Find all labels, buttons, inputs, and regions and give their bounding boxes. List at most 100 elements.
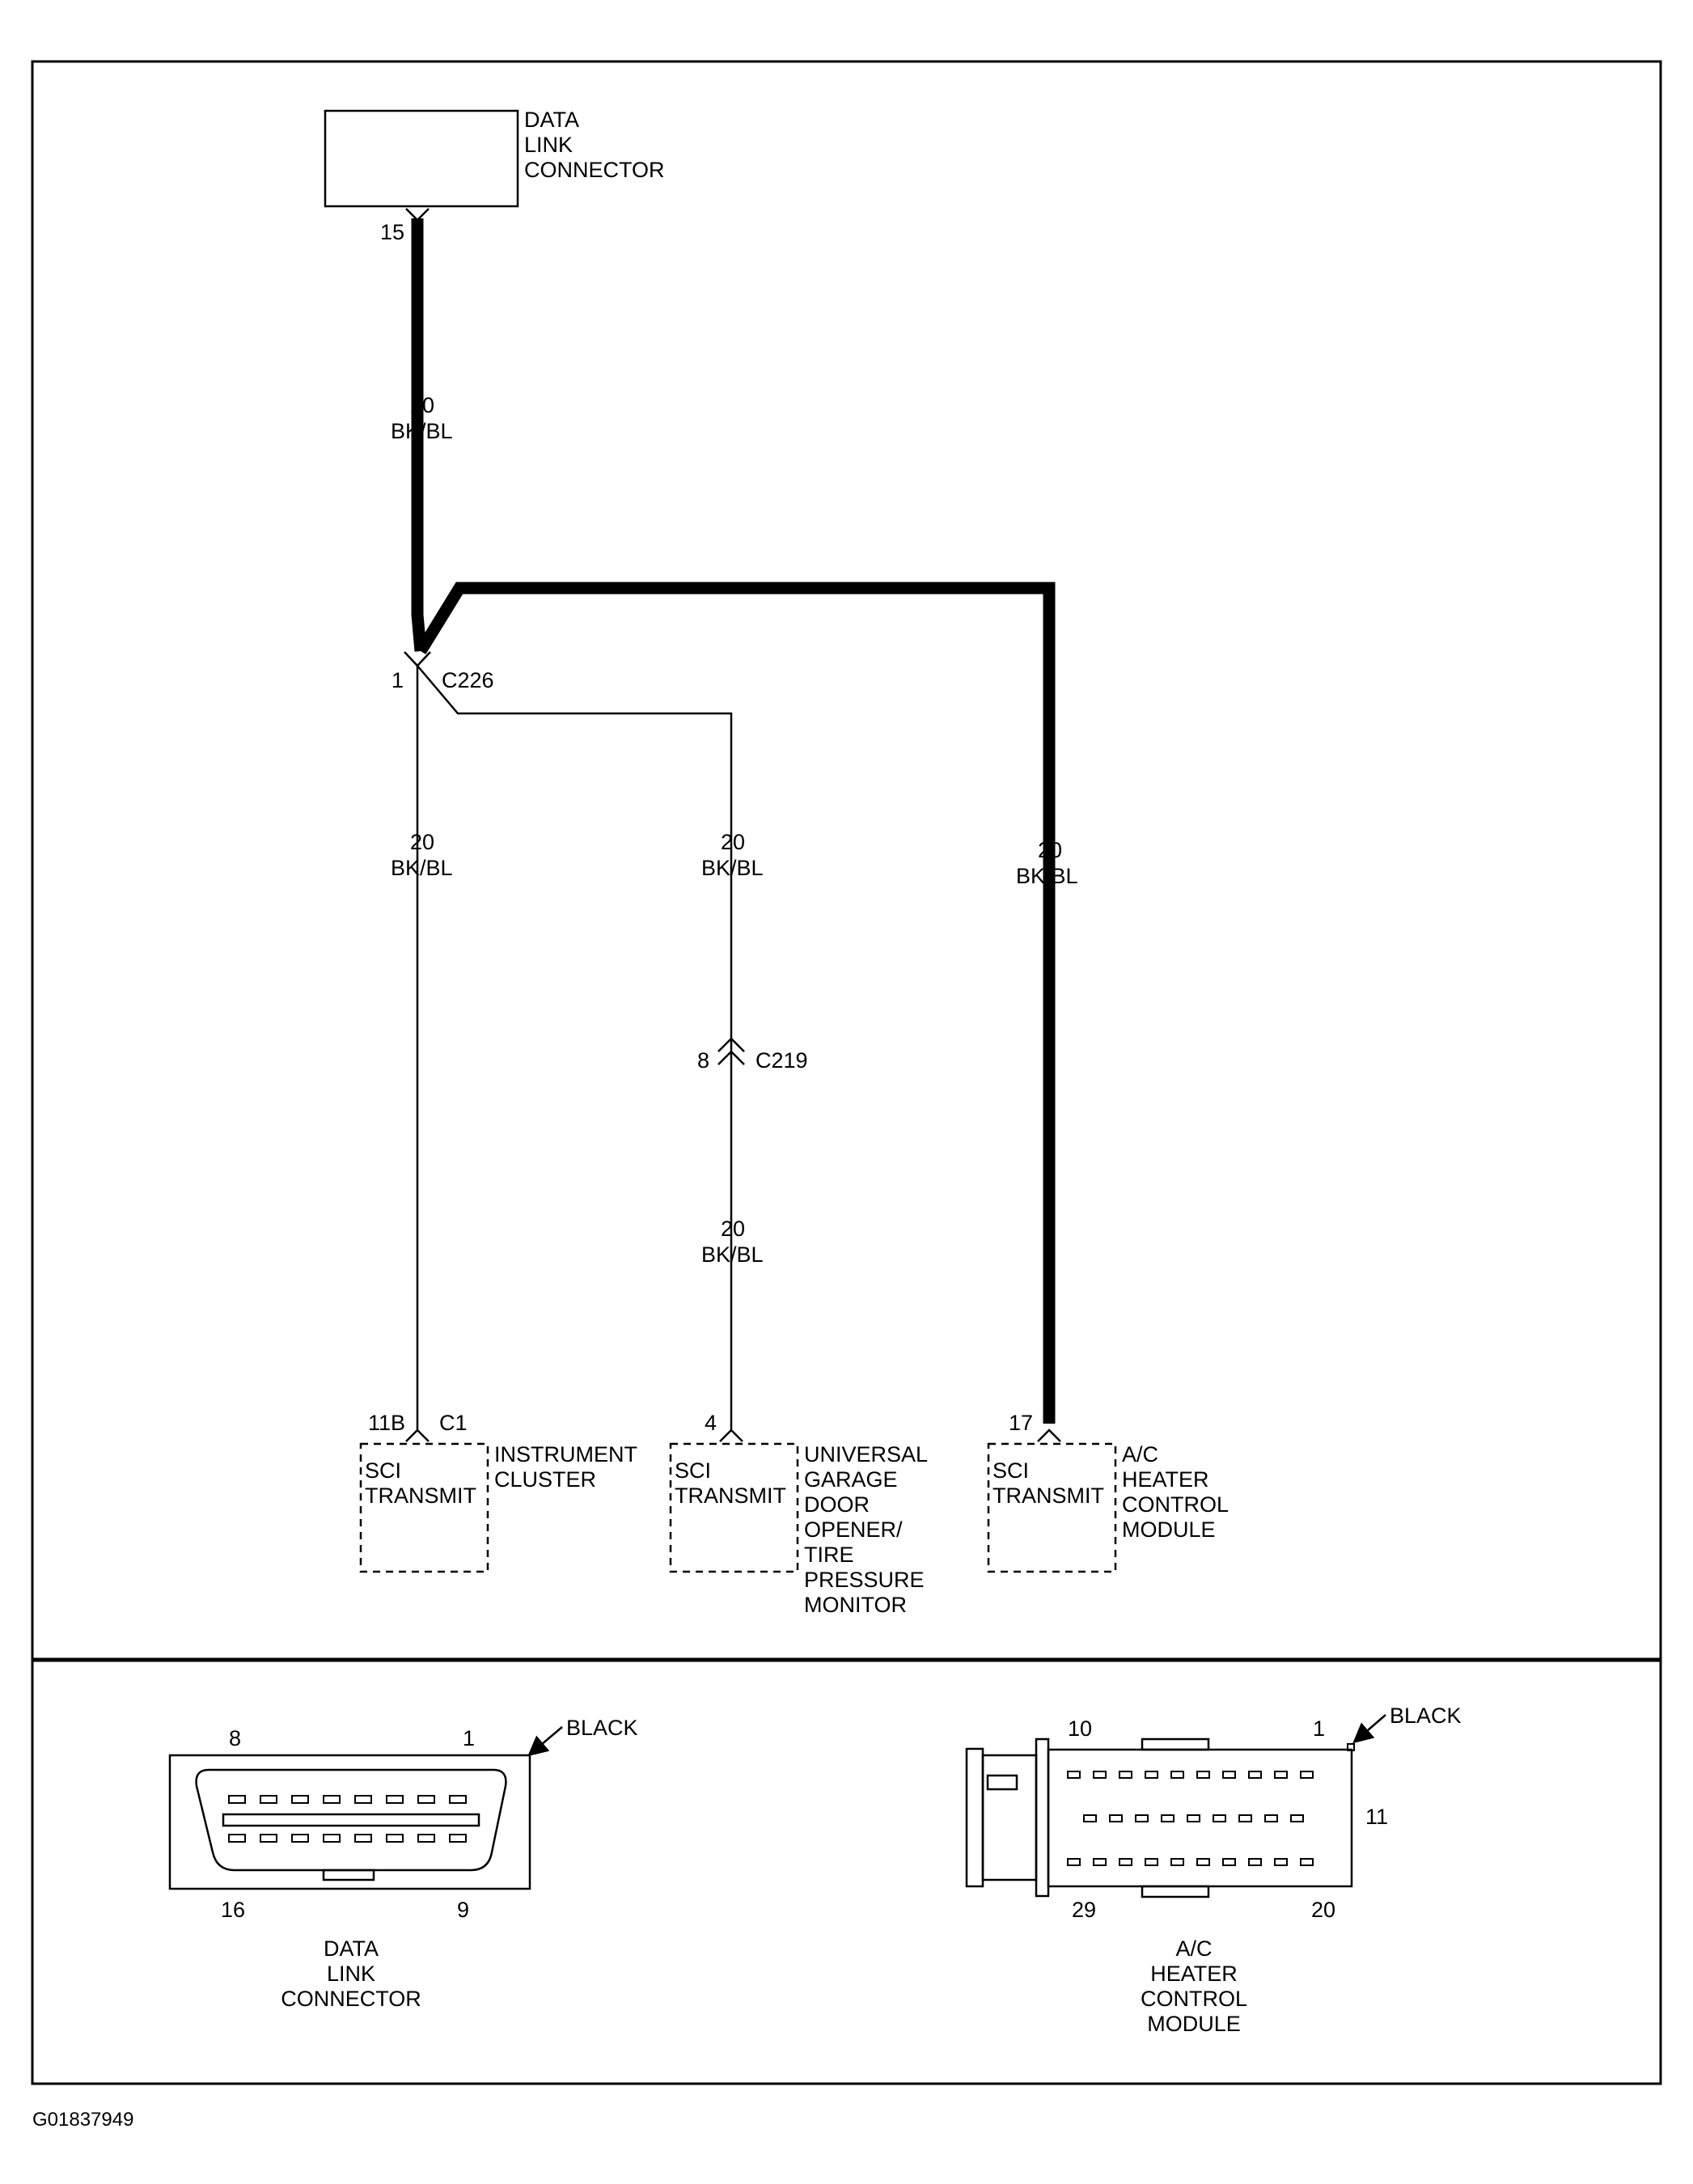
cluster-internal-1: SCI <box>365 1458 401 1483</box>
c219-pin-number: 8 <box>697 1048 709 1073</box>
figure-id: G01837949 <box>32 2109 133 2131</box>
dlc-pin-cavity <box>449 1795 467 1804</box>
c219-connector-lower <box>717 1050 745 1065</box>
cluster-label-2: CLUSTER <box>494 1467 596 1492</box>
dlc-view-name-3: CONNECTOR <box>281 1987 421 2011</box>
dlc-pin-cavity <box>417 1834 435 1843</box>
ac-pin-cavity <box>1161 1814 1175 1822</box>
outer-frame <box>31 60 1662 2085</box>
cluster-connector-id: C1 <box>439 1411 468 1435</box>
dlc-pin-cavity <box>228 1834 246 1843</box>
ac-face-view <box>965 1737 1355 1898</box>
gdo-label-6: PRESSURE <box>804 1568 925 1592</box>
ac-pin-cavity <box>1067 1858 1081 1866</box>
dlc-label-3: CONNECTOR <box>524 158 665 182</box>
wire-gdo-gauge-2: 20 <box>721 1217 745 1241</box>
c226-connector-symbol <box>404 651 431 667</box>
gdo-label-1: UNIVERSAL <box>804 1442 928 1467</box>
c219-connector-id: C219 <box>756 1048 808 1073</box>
ac-pin-cavity <box>1222 1771 1236 1779</box>
wire-cluster-color: BK/BL <box>391 856 453 880</box>
ac-pin-cavity <box>1274 1858 1288 1866</box>
ac-view-pin-1: 1 <box>1313 1716 1325 1741</box>
wire-ac-gauge: 20 <box>1038 838 1062 862</box>
dlc-pin-cavities <box>228 1795 467 1843</box>
wire-ac-color: BK/BL <box>1016 864 1078 888</box>
ac-pin-cavity <box>1248 1771 1262 1779</box>
ac-pin-cavity <box>1170 1858 1184 1866</box>
ac-pin-cavity <box>1083 1814 1097 1822</box>
ac-pin-cavity <box>1109 1814 1123 1822</box>
dlc-pin-cavity <box>354 1795 372 1804</box>
dlc-view-pin-16: 16 <box>221 1898 245 1922</box>
wire-cluster-gauge: 20 <box>410 830 434 854</box>
ac-pin-cavity <box>1300 1771 1314 1779</box>
ac-pin-cavity <box>1196 1771 1210 1779</box>
c226-connector-id: C226 <box>442 668 494 692</box>
gdo-label-5: TIRE <box>804 1543 854 1567</box>
dlc-pin-cavity <box>260 1834 277 1843</box>
ac-pin-cavities <box>1067 1771 1314 1866</box>
ac-view-name-3: CONTROL <box>1141 1987 1247 2011</box>
ac-pin-cavity <box>1264 1814 1278 1822</box>
wire-gdo-gauge-1: 20 <box>721 830 745 854</box>
ac-label-2: HEATER <box>1122 1467 1209 1492</box>
ac-pin-cavity <box>1274 1771 1288 1779</box>
c226-pin-number: 1 <box>392 668 404 692</box>
cluster-pin-number: 11B <box>368 1411 405 1435</box>
dlc-pin-cavity <box>323 1795 341 1804</box>
ac-pin-cavity <box>1290 1814 1304 1822</box>
dlc-pin-number: 15 <box>380 220 404 244</box>
ac-pin-cavity <box>1067 1771 1081 1779</box>
ac-pin-cavity <box>1248 1858 1262 1866</box>
ac-label-1: A/C <box>1122 1442 1158 1467</box>
ac-pin-cavity <box>1187 1814 1200 1822</box>
ac-pin-cavity <box>1300 1858 1314 1866</box>
dlc-pin-cavity <box>449 1834 467 1843</box>
ac-internal-2: TRANSMIT <box>993 1484 1104 1508</box>
cluster-pin-terminal <box>405 1428 430 1442</box>
ac-pin-number: 17 <box>1009 1411 1033 1435</box>
ac-pin-cavity <box>1196 1858 1210 1866</box>
gdo-component-box <box>669 1442 799 1573</box>
c219-connector-upper <box>717 1037 745 1052</box>
dlc-color-label: BLACK <box>566 1716 638 1740</box>
wire-dlc-to-splice <box>411 218 427 652</box>
dlc-view-name-2: LINK <box>327 1962 375 1986</box>
ac-pin-cavity <box>1119 1858 1132 1866</box>
dlc-pin-cavity <box>228 1795 246 1804</box>
ac-view-pin-10: 10 <box>1068 1716 1092 1741</box>
wire-gdo-color-1: BK/BL <box>701 856 764 880</box>
wire-to-garage-door-opener <box>417 665 733 1430</box>
ac-pin-cavity <box>1222 1858 1236 1866</box>
gdo-label-4: OPENER/ <box>804 1517 903 1542</box>
ac-pin-cavity <box>1135 1814 1149 1822</box>
dlc-component-box <box>324 109 519 208</box>
dlc-view-pin-8: 8 <box>229 1726 241 1750</box>
ac-pin-cavity <box>1145 1858 1158 1866</box>
dlc-label-2: LINK <box>524 133 573 157</box>
gdo-label-2: GARAGE <box>804 1467 898 1492</box>
cluster-label-1: INSTRUMENT <box>494 1442 637 1467</box>
ac-pin-cavity <box>1145 1771 1158 1779</box>
gdo-label-7: MONITOR <box>804 1593 907 1617</box>
wire-gdo-color-2: BK/BL <box>701 1242 764 1267</box>
dlc-pin-terminal <box>405 208 430 222</box>
ac-view-name-1: A/C <box>1175 1936 1212 1961</box>
gdo-label-3: DOOR <box>804 1492 870 1517</box>
ac-view-name-2: HEATER <box>1150 1962 1238 1986</box>
dlc-label-1: DATA <box>524 108 579 132</box>
gdo-pin-terminal <box>719 1428 743 1442</box>
dlc-pin-cavity <box>291 1834 309 1843</box>
dlc-view-name-1: DATA <box>324 1936 379 1961</box>
ac-pin-cavity <box>1093 1858 1107 1866</box>
dlc-color-leader <box>527 1726 563 1757</box>
dlc-face-view <box>168 1754 531 1890</box>
ac-color-label: BLACK <box>1390 1704 1462 1728</box>
ac-internal-1: SCI <box>993 1458 1029 1483</box>
dlc-pin-cavity <box>386 1795 404 1804</box>
gdo-pin-number: 4 <box>705 1411 717 1435</box>
dlc-pin-cavity <box>354 1834 372 1843</box>
ac-view-pin-11: 11 <box>1365 1805 1388 1829</box>
